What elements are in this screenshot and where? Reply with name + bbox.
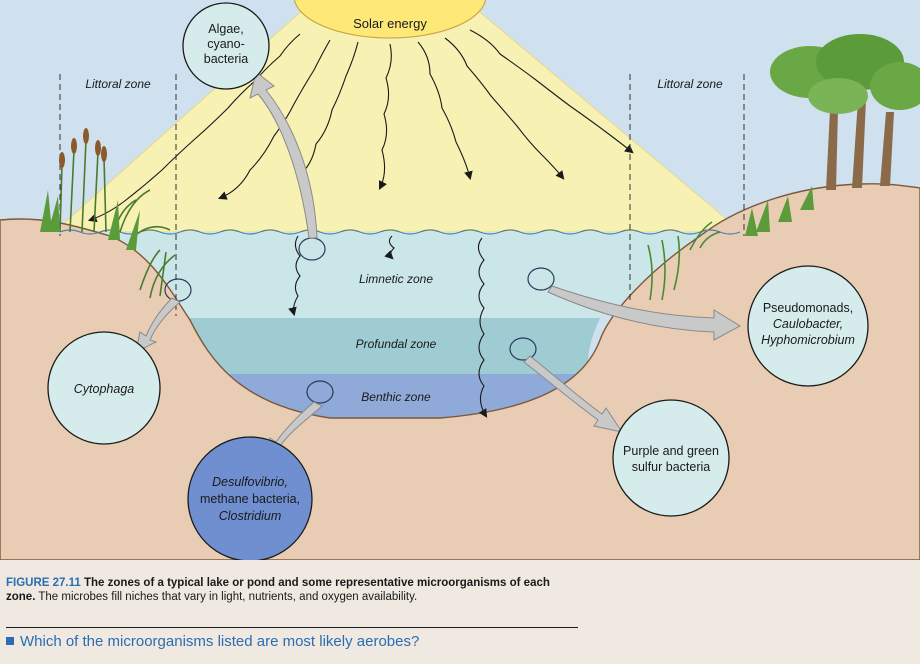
- water-surface: [59, 229, 741, 235]
- question-bullet-icon: [6, 637, 14, 646]
- sun-ray: [444, 37, 565, 180]
- sun-ray: [417, 41, 473, 181]
- question-text: Which of the microorganisms listed are m…: [20, 633, 420, 650]
- bubble-algae-line: cyano-: [207, 37, 245, 51]
- figure-number: FIGURE 27.11: [6, 577, 81, 589]
- bubble-algae-line: Algae,: [208, 22, 243, 36]
- pointer-arrow-purple: [523, 355, 624, 433]
- bubble-pseudomonads: Pseudomonads, Caulobacter, Hyphomicrobiu…: [747, 265, 869, 387]
- sun-ray: [296, 41, 359, 178]
- pond-weed-right: [647, 221, 721, 301]
- pointer-arrow-algae: [249, 71, 318, 239]
- sample-site-circle: [527, 267, 555, 291]
- limnetic-zone-label: Limnetic zone: [359, 272, 433, 286]
- littoral-zone-right-label: Littoral zone: [657, 77, 723, 91]
- cattail-plants: [59, 139, 176, 299]
- figure-caption: FIGURE 27.11 The zones of a typical lake…: [6, 576, 578, 604]
- bubble-purple-line: sulfur bacteria: [632, 460, 711, 474]
- sun-ray: [87, 33, 301, 223]
- bubble-pseudomonads-line: Pseudomonads,: [763, 301, 853, 315]
- grass-tufts-left: [40, 190, 140, 250]
- sun-ray: [288, 235, 301, 317]
- pointer-arrow-cytophaga: [135, 297, 181, 353]
- profundal-water: [180, 318, 600, 374]
- lake-zones-diagram: Solar energy Littoral zone Littoral zone…: [0, 0, 920, 560]
- bubble-cytophaga: Cytophaga: [47, 331, 161, 445]
- sun-ray: [379, 43, 392, 190]
- trees: [770, 34, 920, 190]
- bubble-cytophaga-line: Cytophaga: [74, 382, 135, 396]
- sun: [293, 0, 487, 39]
- figure-caption-body: The microbes fill niches that vary in li…: [38, 591, 418, 603]
- sample-site-circle: [306, 380, 334, 404]
- review-question: Which of the microorganisms listed are m…: [6, 633, 586, 650]
- bubble-desulfovibrio: Desulfovibrio, methane bacteria, Clostri…: [187, 436, 313, 560]
- bubble-algae: Algae, cyano- bacteria: [182, 2, 270, 90]
- grass-tufts-right: [745, 186, 814, 236]
- sample-site-circles: [164, 237, 555, 404]
- bubble-purple-line: Purple and green: [623, 444, 719, 458]
- bubble-desulfovibrio-line: Desulfovibrio,: [212, 475, 288, 489]
- sun-rays: [87, 29, 634, 418]
- pointer-arrow-pseudomonads: [547, 285, 742, 341]
- sun-label: Solar energy: [353, 16, 427, 31]
- sample-site-circle: [509, 337, 537, 361]
- figure-title: The zones of a typical lake or pond and …: [6, 577, 550, 603]
- sun-ray: [469, 29, 634, 154]
- bubble-pseudomonads-line: Caulobacter,: [773, 317, 843, 331]
- bubble-desulfovibrio-line: methane bacteria,: [200, 492, 300, 506]
- littoral-zone-left-label: Littoral zone: [85, 77, 151, 91]
- caption-divider: [6, 627, 578, 628]
- bubble-purple-green: Purple and green sulfur bacteria: [612, 399, 730, 517]
- bubble-algae-line: bacteria: [204, 52, 249, 66]
- bubble-pseudomonads-line: Hyphomicrobium: [761, 333, 855, 347]
- profundal-zone-label: Profundal zone: [356, 337, 437, 351]
- bubble-desulfovibrio-line: Clostridium: [219, 509, 282, 523]
- benthic-zone-label: Benthic zone: [361, 390, 431, 404]
- sun-ray: [384, 235, 395, 260]
- cattail-heads: [59, 128, 107, 168]
- sun-ray: [477, 237, 488, 418]
